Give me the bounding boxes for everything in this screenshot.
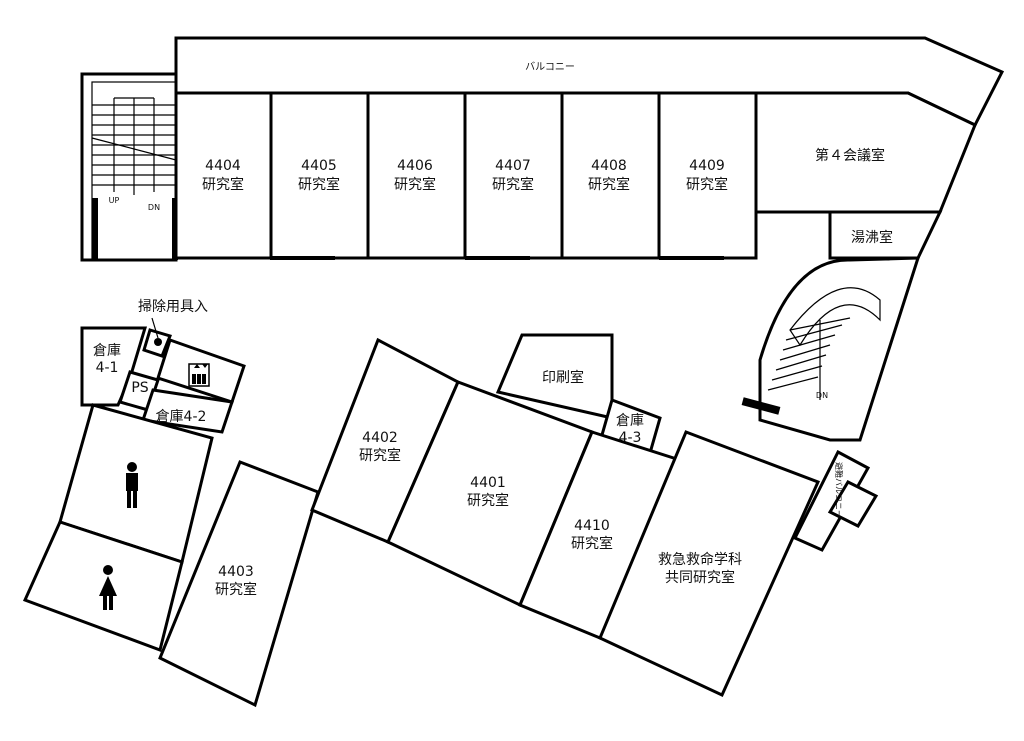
- room-4408[interactable]: [560, 91, 661, 260]
- room-4405[interactable]: [269, 91, 370, 260]
- room-4404-type: 研究室: [202, 176, 244, 193]
- storage-4-1-label: 倉庫: [93, 342, 121, 359]
- storage-4-2[interactable]: [141, 388, 234, 434]
- emergency-lab-line2: 共同研究室: [665, 569, 735, 586]
- room-4408-number: 4408: [591, 158, 627, 174]
- storage-4-2-label: 倉庫4-2: [156, 408, 207, 425]
- evacuation-balcony[interactable]: [792, 449, 871, 552]
- room-4409-number: 4409: [689, 158, 725, 174]
- wall-block: [92, 198, 98, 260]
- room-4407-number: 4407: [495, 158, 531, 174]
- room-4409-type: 研究室: [686, 176, 728, 193]
- room-4403[interactable]: [158, 460, 320, 708]
- room-4404[interactable]: [174, 91, 273, 260]
- room-4410-number: 4410: [574, 518, 610, 534]
- room-4401-number: 4401: [470, 475, 506, 491]
- room-4403-number: 4403: [218, 564, 254, 580]
- room-4403-type: 研究室: [215, 581, 257, 598]
- spiral-stair-dn-label: DN: [816, 391, 828, 400]
- stair-up-label: UP: [109, 196, 120, 205]
- room-4401-type: 研究室: [467, 492, 509, 509]
- room-4404-number: 4404: [205, 158, 241, 174]
- room-4402-number: 4402: [362, 430, 398, 446]
- evacuation-balcony-label: 避難バルコニー: [834, 462, 844, 518]
- room-4407-type: 研究室: [492, 176, 534, 193]
- room-4410-type: 研究室: [571, 535, 613, 552]
- room-4406[interactable]: [366, 91, 467, 260]
- meeting-room-4[interactable]: [754, 91, 977, 214]
- north-rooms: [174, 91, 977, 260]
- kettle-room-label: 湯沸室: [851, 229, 893, 246]
- cleaning-closet-label: 掃除用具入: [138, 298, 208, 315]
- closet-marker: [154, 338, 162, 346]
- storage-4-1-number: 4-1: [96, 360, 119, 376]
- room-4408-type: 研究室: [588, 176, 630, 193]
- room-4406-type: 研究室: [394, 176, 436, 193]
- print-room-label: 印刷室: [542, 369, 584, 386]
- spiral-stair: [758, 256, 921, 442]
- female-restroom-icon: [99, 565, 117, 610]
- room-4405-number: 4405: [301, 158, 337, 174]
- room-4406-number: 4406: [397, 158, 433, 174]
- emergency-lab-line1: 救急救命学科: [658, 551, 742, 568]
- room-4405-type: 研究室: [298, 176, 340, 193]
- stair-treads-nw: [91, 97, 177, 195]
- door-markings: [270, 211, 820, 260]
- room-4402-type: 研究室: [359, 447, 401, 464]
- room-4407[interactable]: [463, 91, 564, 260]
- evacuation-platform: [827, 480, 879, 528]
- ps-label: PS: [131, 380, 148, 396]
- balcony-label: バルコニー: [525, 61, 575, 73]
- elevator-icon: [188, 363, 210, 387]
- male-restroom-icon: [126, 462, 138, 508]
- emergency-joint-lab[interactable]: [598, 430, 821, 698]
- storage-4-3-label: 倉庫: [616, 412, 644, 429]
- leader-line: [151, 317, 159, 339]
- stair-dn-label: DN: [148, 203, 160, 212]
- meeting-room-label: 第４会議室: [815, 147, 885, 164]
- room-4409[interactable]: [657, 91, 758, 260]
- wall-block: [741, 397, 781, 415]
